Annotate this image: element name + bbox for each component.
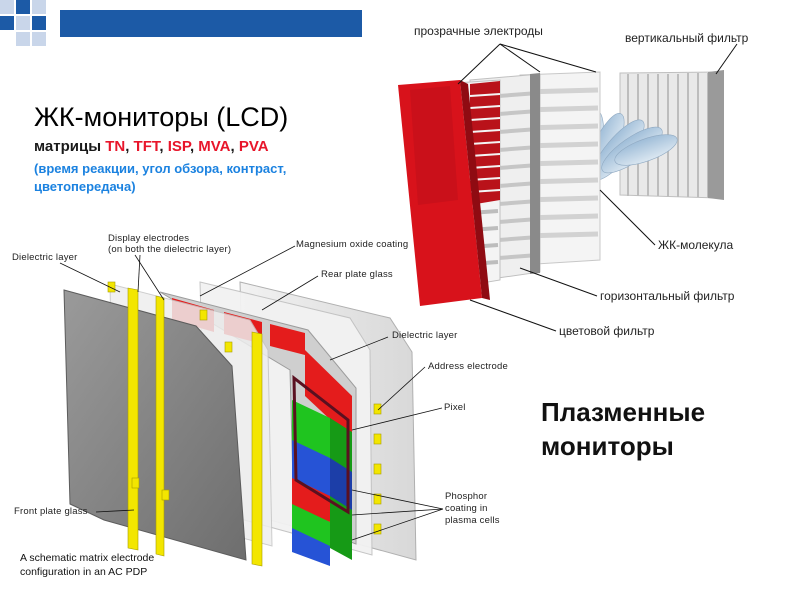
pdp-caption: A schematic matrix electrode configurati…	[20, 551, 154, 579]
matrix-type: ISP	[168, 138, 190, 155]
label-dielectric-layer-left: Dielectric layer	[12, 252, 78, 263]
caption-line2: configuration in an AC PDP	[20, 565, 154, 579]
caption-line1: A schematic matrix electrode	[20, 551, 154, 565]
pdp-exploded-view	[60, 246, 443, 566]
label-dielectric-layer-right: Dielectric layer	[392, 330, 458, 341]
label-phosphor-line1: Phosphor	[445, 491, 500, 503]
matrix-type: MVA	[198, 138, 230, 155]
separator: ,	[125, 138, 133, 155]
separator: ,	[231, 138, 239, 155]
lcd-exploded-view	[398, 44, 737, 331]
matrix-type: TFT	[134, 138, 160, 155]
plasma-title-line2: мониторы	[541, 429, 705, 463]
label-lc-molecule: ЖК-молекула	[658, 238, 733, 252]
lcd-title: ЖК-мониторы (LCD)	[34, 102, 288, 133]
matrix-types: матрицы TN, TFT, ISP, MVA, PVA	[34, 138, 269, 155]
label-phosphor-line2: coating in	[445, 503, 500, 515]
matrix-type: TN	[105, 138, 125, 155]
matrix-parameters: (время реакции, угол обзора, контраст, ц…	[34, 160, 354, 196]
plasma-title-line1: Плазменные	[541, 395, 705, 429]
label-front-plate-glass: Front plate glass	[14, 506, 88, 517]
matrix-prefix: матрицы	[34, 138, 101, 155]
label-horizontal-filter: горизонтальный фильтр	[600, 289, 734, 303]
label-display-electrodes: Display electrodes	[108, 233, 189, 244]
label-phosphor-line3: plasma cells	[445, 515, 500, 527]
label-magnesium-oxide: Magnesium oxide coating	[296, 239, 408, 250]
plasma-title: Плазменные мониторы	[541, 395, 705, 463]
label-pixel: Pixel	[444, 402, 466, 413]
label-display-electrodes-note: (on both the dielectric layer)	[108, 244, 231, 255]
label-transparent-electrodes: прозрачные электроды	[414, 24, 543, 38]
label-vertical-filter: вертикальный фильтр	[625, 31, 748, 45]
label-phosphor: Phosphor coating in plasma cells	[445, 491, 500, 527]
matrix-type: PVA	[239, 138, 269, 155]
label-rear-plate-glass: Rear plate glass	[321, 269, 393, 280]
label-color-filter: цветовой фильтр	[559, 324, 654, 338]
label-address-electrode: Address electrode	[428, 361, 508, 372]
separator: ,	[159, 138, 167, 155]
